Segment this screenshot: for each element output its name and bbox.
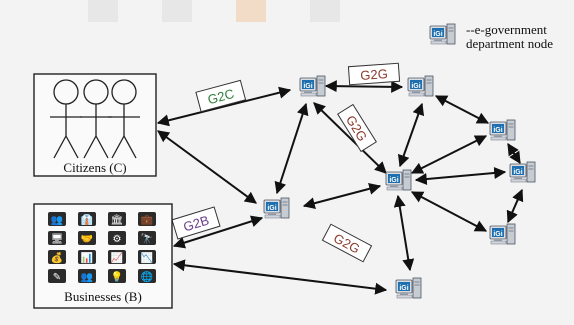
computer-node-icon: iGi [429,23,456,45]
svg-text:G2B: G2B [182,213,211,235]
money-bag-icon: 💰 [48,250,66,264]
arrow-n3-n4 [507,142,521,165]
node-label: iGi [267,205,276,212]
manager-icon: 👔 [78,212,96,226]
legend: iGi --e-government department node [429,22,553,51]
department-node-1-icon: iGi [299,75,326,97]
arrow-n5-n7 [393,194,415,272]
svg-text:📊: 📊 [81,251,93,264]
watermark-block [88,0,118,22]
label-g2g-diag: G2G [337,103,377,153]
svg-text:✎: ✎ [53,272,61,283]
department-node-4-icon: iGi [509,161,536,183]
globe-icon: 🌐 [138,269,156,283]
node-label: iGi [389,177,398,184]
svg-text:🏛: 🏛 [111,214,124,226]
node-label: iGi [411,83,420,90]
department-node-9-icon: iGi [263,197,290,219]
bank-icon: 🏛 [108,212,126,226]
svg-text:👥: 👥 [81,272,93,283]
presentation-icon: 📊 [78,250,96,264]
svg-text:💡: 💡 [111,270,123,283]
arrow-n1-n5 [313,102,387,174]
node-label: iGi [399,285,408,292]
arrow-n9-businesses [172,215,264,249]
growth-chart-icon: 📈 [108,250,126,264]
citizen-figures-icon [50,79,140,159]
label-g2g-top: G2G [347,62,401,86]
svg-text:👥: 👥 [51,215,63,226]
svg-text:G2G: G2G [360,66,388,83]
arrow-n1-n2 [324,80,404,93]
legend-node-label: iGi [433,31,442,38]
arrow-businesses-n7 [172,259,388,295]
gears-icon: ⚙ [108,231,126,245]
businesses-box: 👥 👔 🏛 💼 🖥 🤝 ⚙ 🔭 💰 📊 📈 📉 ✎ 👥 💡 🌐 Businesses (B) [33,203,173,309]
arrow-citizens-n9 [157,130,257,204]
bar-chart-icon: 📉 [138,250,156,264]
arrow-n5-n9 [302,182,382,210]
node-label: iGi [493,127,502,134]
svg-text:🌐: 🌐 [141,270,153,283]
department-node-5-icon: iGi [385,169,412,191]
arrow-n4-n6 [506,188,524,224]
watermark-block [310,0,340,22]
arrow-n2-n5 [397,102,425,168]
citizens-box: Citizens (C) [33,73,157,177]
watermark-block [162,0,192,22]
legend-line-2: department node [466,36,553,51]
department-node-7-icon: iGi [395,277,422,299]
node-label: iGi [303,83,312,90]
handshake-icon: 🤝 [78,231,96,245]
arrow-n5-n6 [410,191,488,232]
svg-text:⚙: ⚙ [113,234,122,245]
svg-text:💼: 💼 [141,215,154,226]
binoculars-icon: 🔭 [138,231,156,245]
briefcase-icon: 💼 [138,212,156,226]
label-g2b: G2B [171,206,221,240]
pen-icon: ✎ [48,269,66,283]
arrow-n1-n9 [274,102,309,195]
svg-text:🖥: 🖥 [51,233,64,245]
meeting-icon: 👥 [78,269,96,283]
people-group-icon: 👥 [48,212,66,226]
citizens-label: Citizens (C) [63,160,126,175]
arrow-citizens-n1 [156,86,292,127]
svg-text:👔: 👔 [81,213,93,226]
svg-text:💰: 💰 [51,251,63,264]
label-g2g-bottom: G2G [321,223,373,263]
svg-text:📈: 📈 [111,251,123,264]
department-node-6-icon: iGi [489,223,516,245]
watermark-block [236,0,266,22]
svg-text:G2C: G2C [206,86,236,107]
businesses-label: Businesses (B) [64,289,142,304]
department-node-2-icon: iGi [407,75,434,97]
business-icon-grid: 👥 👔 🏛 💼 🖥 🤝 ⚙ 🔭 💰 📊 📈 📉 ✎ 👥 💡 🌐 [48,212,156,283]
arrow-n3-n5 [410,135,488,174]
lightbulb-icon: 💡 [108,269,126,283]
label-g2c: G2C [195,79,247,113]
arrow-n2-n3 [434,95,490,124]
department-node-3-icon: iGi [489,119,516,141]
node-label: iGi [513,169,522,176]
svg-text:🤝: 🤝 [81,234,93,245]
svg-text:📉: 📉 [141,251,153,264]
monitor-chart-icon: 🖥 [48,231,66,245]
node-label: iGi [493,231,502,238]
legend-line-1: --e-government [466,22,547,37]
arrow-n5-n4 [414,166,507,186]
svg-text:🔭: 🔭 [141,232,153,245]
